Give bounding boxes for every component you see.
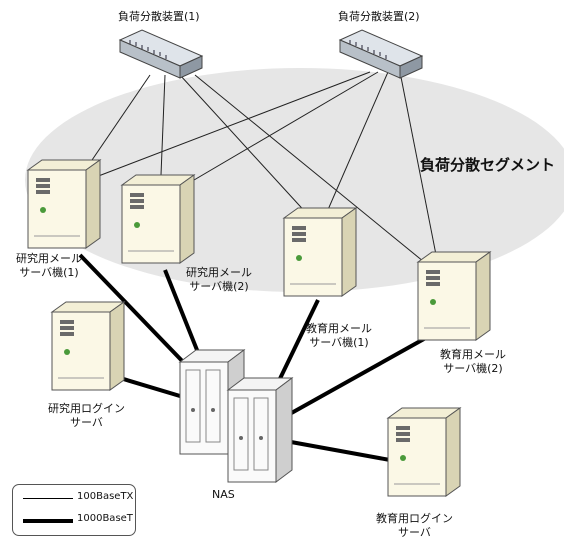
legend-item-1000baset: 1000BaseT <box>13 511 135 531</box>
legend-item-100basetx: 100BaseTX <box>13 489 135 509</box>
legend-thin-label: 100BaseTX <box>77 491 134 502</box>
edu-login-server-label: 教育用ログイン サーバ <box>376 512 453 540</box>
legend-thick-label: 1000BaseT <box>77 513 133 524</box>
label-line: サーバ <box>398 526 431 539</box>
label-line: 研究用ログイン <box>48 402 125 415</box>
nas-device <box>179 349 293 483</box>
legend: 100BaseTX 1000BaseT <box>12 484 136 536</box>
label-line: サーバ <box>70 416 103 429</box>
segment-label: 負荷分散セグメント <box>420 156 556 174</box>
edu-mail-server-1-label: 教育用メール サーバ機(1) <box>306 322 372 350</box>
edu-mail-server-2 <box>417 251 491 341</box>
load-balancer-2-label: 負荷分散装置(2) <box>338 10 420 23</box>
legend-thin-line <box>23 498 73 499</box>
label-line: 教育用メール <box>306 322 372 335</box>
nas-label: NAS <box>212 488 235 501</box>
load-balancer-1-label: 負荷分散装置(1) <box>118 10 200 23</box>
legend-thick-line <box>23 519 73 523</box>
edu-mail-server-1 <box>283 207 357 297</box>
edu-mail-server-2-label: 教育用メール サーバ機(2) <box>440 348 506 376</box>
research-mail-server-1 <box>27 159 101 249</box>
research-mail-server-1-label: 研究用メール サーバ機(1) <box>16 252 82 280</box>
label-line: サーバ機(2) <box>189 280 249 293</box>
research-login-server <box>51 301 125 391</box>
label-line: サーバ機(1) <box>309 336 369 349</box>
research-login-server-label: 研究用ログイン サーバ <box>48 402 125 430</box>
load-balancer-1 <box>119 29 203 79</box>
research-mail-server-2 <box>121 174 195 264</box>
edu-login-server <box>387 407 461 497</box>
label-line: 教育用メール <box>440 348 506 361</box>
thin-links <box>74 71 441 276</box>
label-line: 研究用メール <box>16 252 82 265</box>
research-mail-server-2-label: 研究用メール サーバ機(2) <box>186 266 252 294</box>
label-line: サーバ機(2) <box>443 362 503 375</box>
label-line: 教育用ログイン <box>376 512 453 525</box>
label-line: 研究用メール <box>186 266 252 279</box>
label-line: サーバ機(1) <box>19 266 79 279</box>
